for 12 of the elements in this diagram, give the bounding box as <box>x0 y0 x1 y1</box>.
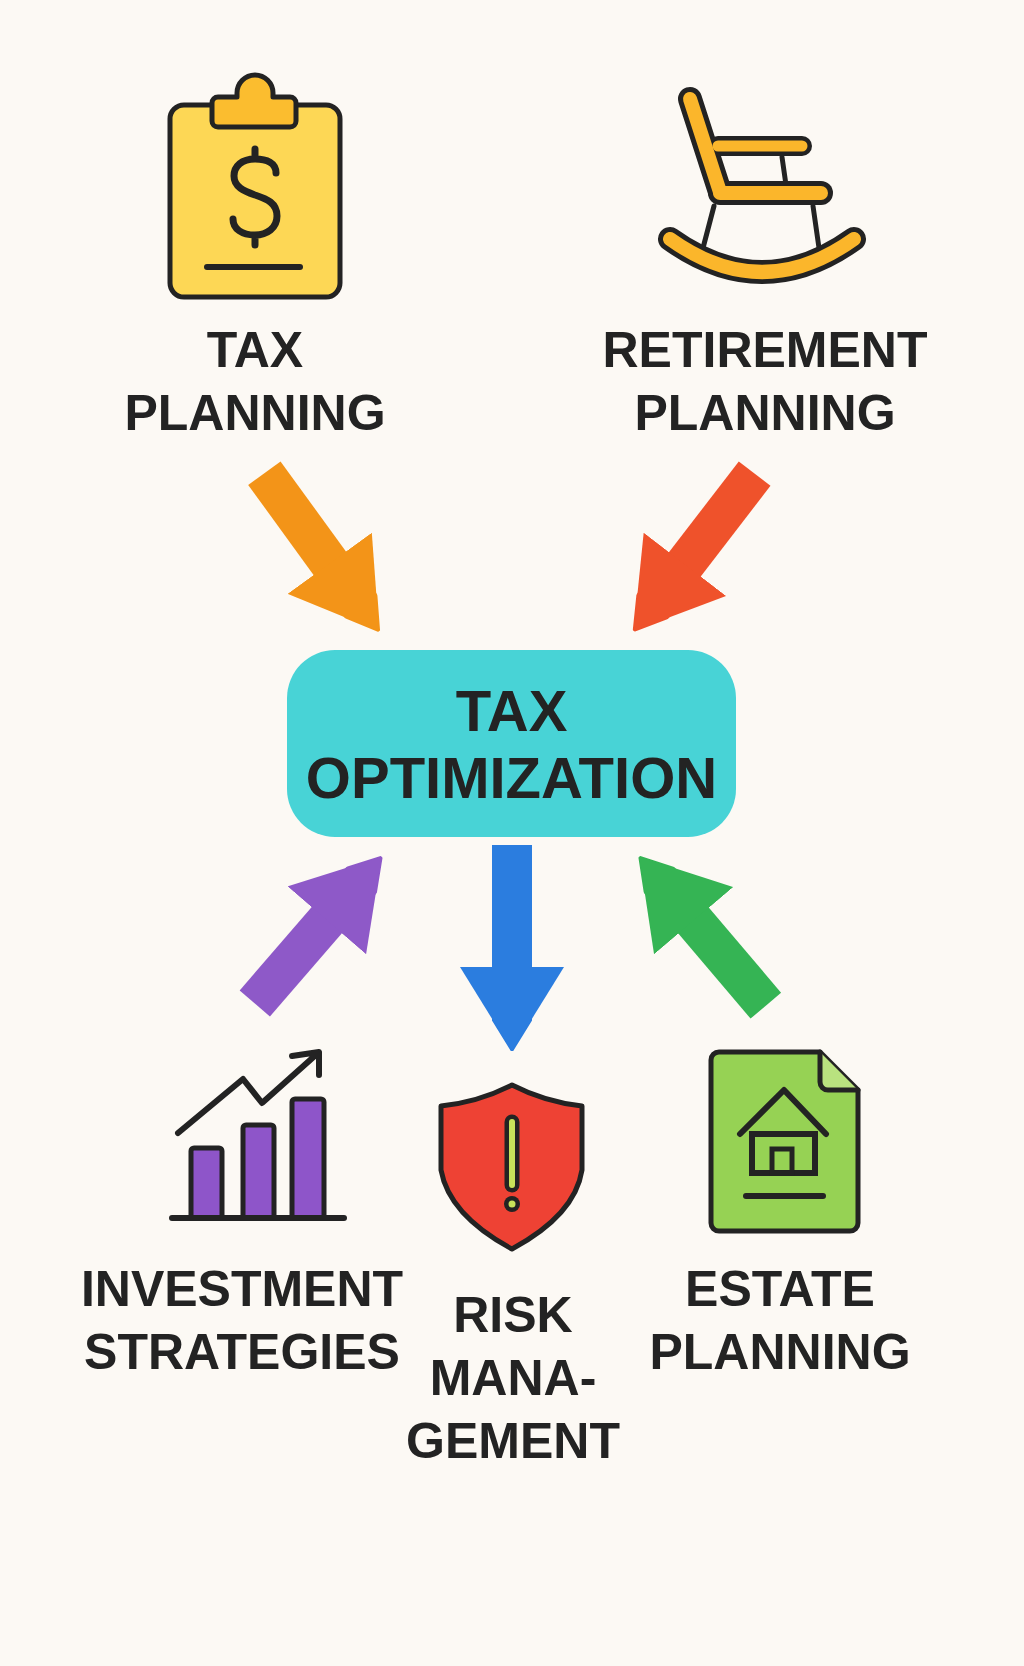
node-label: INVESTMENT STRATEGIES <box>80 1260 404 1382</box>
node-label: RISK MANA- GEMENT <box>406 1286 620 1471</box>
node-label: RETIREMENT PLANNING <box>602 321 928 443</box>
node-label: ESTATE PLANNING <box>649 1260 911 1382</box>
hub-panel <box>287 650 736 837</box>
arrow <box>239 855 383 1017</box>
arrow <box>632 461 771 633</box>
arrow <box>460 845 564 1051</box>
node-label: TAX OPTIMIZATION <box>305 677 718 811</box>
arrow <box>638 855 782 1019</box>
node-label: TAX PLANNING <box>124 321 386 443</box>
arrow <box>248 461 381 633</box>
